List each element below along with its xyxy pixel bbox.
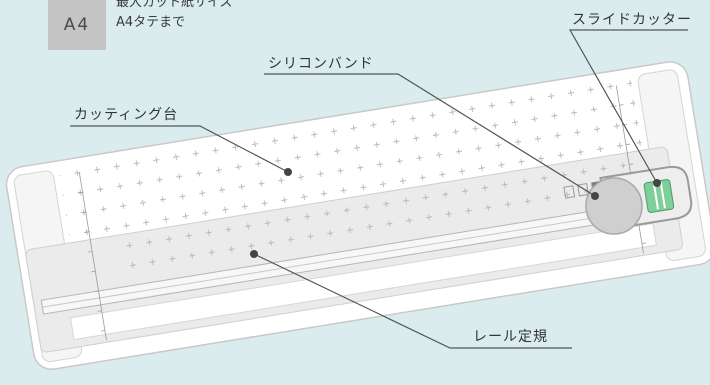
size-badge: A4 <box>48 0 106 50</box>
leader-silicone-band <box>264 73 596 197</box>
spec-line-1: 最大カット紙サイズ <box>116 0 233 10</box>
leader-slide-cutter <box>568 29 688 184</box>
silicone-band-knob <box>585 177 643 235</box>
label-silicone-band: シリコンバンド <box>268 56 374 72</box>
leader-cutting-base <box>70 125 289 173</box>
label-rail-ruler: レール定規 <box>473 329 548 345</box>
spec-line-2: A4タテまで <box>116 15 186 30</box>
leader-rail-ruler <box>253 253 572 349</box>
spec-text: 最大カット紙サイズ A4タテまで <box>116 0 233 33</box>
label-cutting-base: カッティング台 <box>74 107 179 123</box>
label-slide-cutter: スライドカッター <box>572 12 692 28</box>
